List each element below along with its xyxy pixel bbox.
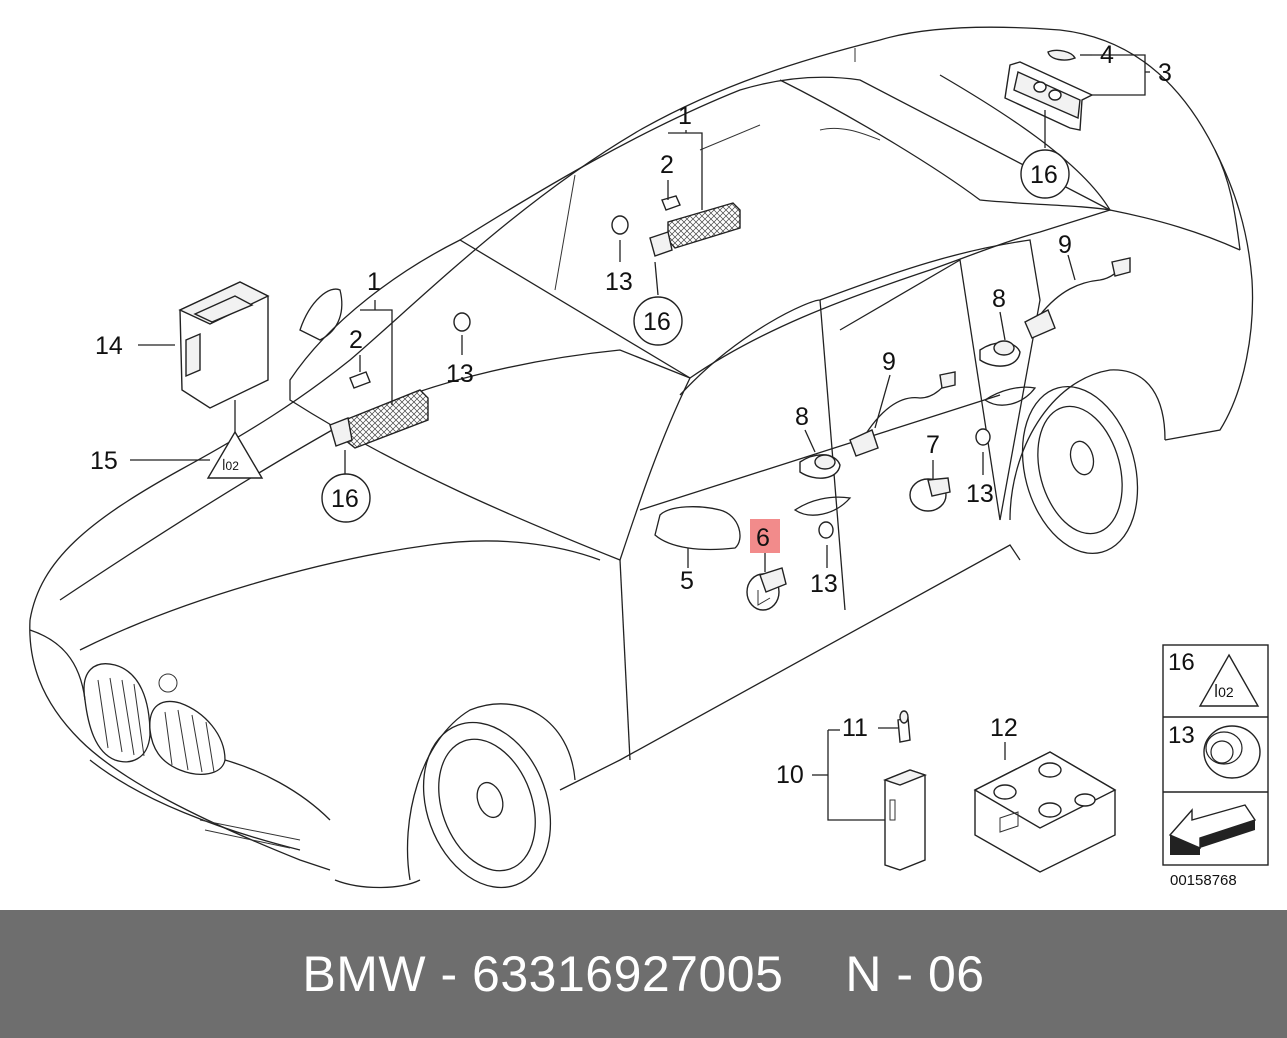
callout-13-door-front: 13 — [810, 570, 838, 598]
callout-9-rear: 9 — [1058, 231, 1072, 259]
callout-16-roof: 16 — [643, 308, 671, 336]
drawing-number: 00158768 — [1170, 872, 1237, 889]
footer-part-reference: BMW - 63316927005 — [302, 946, 784, 1002]
svg-text:ꟾ02: ꟾ02 — [1214, 684, 1234, 700]
interior-light-front — [329, 312, 471, 449]
callout-1-rear: 1 — [678, 102, 692, 130]
footer-position-reference: N - 06 — [845, 946, 985, 1002]
callout-7: 7 — [926, 431, 940, 459]
callout-13-door-rear: 13 — [966, 480, 994, 508]
callout-15: 15 — [90, 447, 118, 475]
footer-bar: BMW - 63316927005 N - 06 — [0, 910, 1287, 1038]
interior-light-rear — [611, 195, 741, 257]
warning-triangle-icon — [1198, 653, 1260, 707]
callout-1-front: 1 — [367, 268, 381, 296]
legend-panel: 16 13 ꟾ02 — [1162, 644, 1269, 866]
callout-13-roof: 13 — [605, 268, 633, 296]
marker-circle-16-front — [321, 473, 371, 523]
cable-9-front — [849, 371, 956, 457]
callout-2-front: 2 — [349, 326, 363, 354]
highlight-box — [750, 519, 780, 553]
callout-2-rear: 2 — [660, 151, 674, 179]
callout-13-front: 13 — [446, 360, 474, 388]
grommet-icon — [1203, 725, 1261, 779]
cable-9-rear — [1024, 257, 1131, 339]
grommet-13-door-rear — [975, 428, 991, 446]
callout-11: 11 — [842, 714, 868, 742]
grommet-13-door-front — [818, 521, 834, 539]
light-7 — [909, 477, 951, 512]
legend-label-13: 13 — [1168, 722, 1195, 749]
callout-8-rear: 8 — [992, 285, 1006, 313]
callout-labels: 1 2 1 2 4 3 16 16 16 13 13 14 15 5 6 7 8… — [90, 41, 1172, 789]
callout-16-front: 16 — [331, 485, 359, 513]
leader-lines — [130, 54, 1150, 821]
marker-circle-16-roof — [633, 296, 683, 346]
callout-6: 6 — [756, 524, 770, 552]
callout-9-front: 9 — [882, 348, 896, 376]
callout-8-front: 8 — [795, 403, 809, 431]
callout-4: 4 — [1100, 41, 1114, 69]
callout-5: 5 — [680, 567, 694, 595]
callout-14: 14 — [95, 332, 123, 360]
rear-light-unit — [1004, 49, 1094, 131]
bulb-11 — [897, 710, 911, 743]
legend-label-16: 16 — [1168, 649, 1195, 676]
arrow-left-icon — [1168, 804, 1257, 855]
light-6 — [746, 567, 787, 611]
callout-16-rear: 16 — [1030, 161, 1058, 189]
door-light-8-rear — [979, 340, 1021, 367]
door-light-8-front — [799, 454, 841, 479]
module-box — [178, 281, 270, 409]
marker-circle-16-rear — [1020, 149, 1070, 199]
callout-3: 3 — [1158, 59, 1172, 87]
parts-diagram: ꟾ02 — [29, 26, 1269, 889]
callout-12: 12 — [990, 714, 1018, 742]
warning-triangle-15: ꟾ02 — [206, 430, 264, 479]
callout-10: 10 — [776, 761, 804, 789]
battery-module-10 — [882, 769, 928, 871]
case-12 — [973, 751, 1117, 873]
svg-text:ꟾ02: ꟾ02 — [222, 458, 239, 473]
